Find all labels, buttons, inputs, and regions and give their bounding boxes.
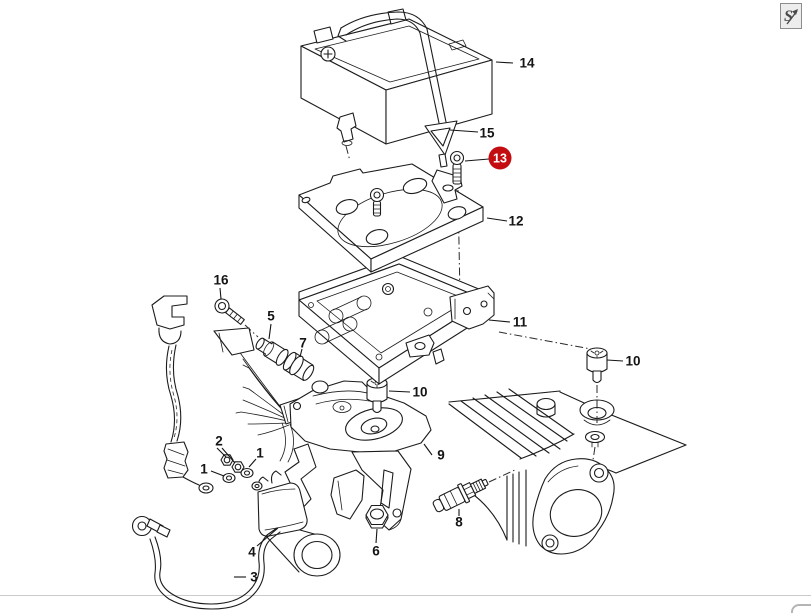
footer-divider [0,595,811,596]
callout-3[interactable]: 3 [250,569,258,585]
callout-14[interactable]: 14 [519,55,535,71]
battery-part-14 [300,8,493,146]
battery-tray-part-11 [298,255,495,385]
callout-7[interactable]: 7 [299,335,307,351]
connector-boot-part-4 [257,469,365,577]
battery-strap-part-15 [337,11,458,168]
catalog-thumbnail-icon[interactable]: S [780,3,802,29]
callout-4[interactable]: 4 [248,544,256,560]
wiring-harness [151,295,307,494]
callout-12[interactable]: 12 [508,213,524,229]
nut-part-6 [365,504,389,529]
callout-8[interactable]: 8 [455,514,463,530]
callout-1-left[interactable]: 1 [200,461,208,477]
grommet-part-7 [282,351,315,382]
grommet-part-5 [255,337,289,366]
callout-2[interactable]: 2 [215,433,223,449]
callout-5[interactable]: 5 [267,308,275,324]
rubber-mount-part-10-right [586,347,608,384]
footer-panel-corner [791,604,811,613]
highlight-badge[interactable]: 13 [488,146,512,170]
callout-1-right[interactable]: 1 [256,445,264,461]
screw-part-16 [214,298,245,325]
battery-plus-terminal-icon [320,46,336,62]
ground-cable-part-3 [131,515,281,610]
callout-10-left[interactable]: 10 [412,384,428,400]
corner-icon-glyph: S [784,8,793,25]
callout-15[interactable]: 15 [479,125,495,141]
callout-10-right[interactable]: 10 [625,353,641,369]
callout-16[interactable]: 16 [213,272,229,288]
screw-part-13 [449,150,465,185]
callout-9[interactable]: 9 [437,447,445,463]
battery-tray-part-12 [298,163,484,273]
callout-11[interactable]: 11 [512,314,528,330]
engine-block [448,388,687,555]
support-bracket-part-9 [278,380,432,531]
sensor-part-8 [432,478,489,513]
leader-lines [210,61,624,578]
callout-6[interactable]: 6 [372,543,380,559]
